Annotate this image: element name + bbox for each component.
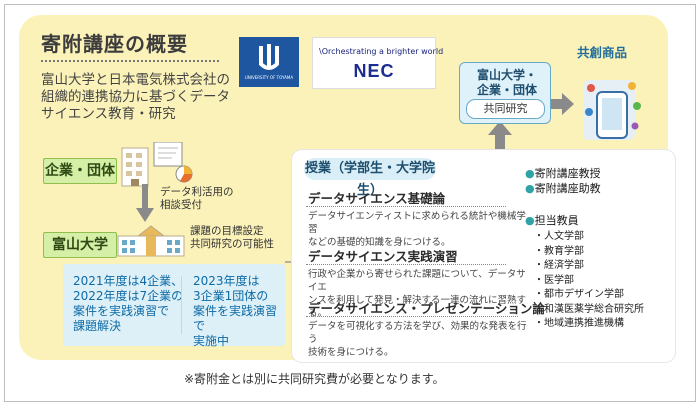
right-arrow-icon xyxy=(549,93,574,115)
text-line: 相談受付 xyxy=(160,199,202,211)
data-consultation-label: データ利活用の 相談受付 xyxy=(160,186,234,212)
faculty-item: ・和漢医薬学総合研究所 xyxy=(534,303,644,315)
toyama-logo-mark xyxy=(239,37,299,87)
toyama-logo-text: UNIVERSITY OF TOYAMA xyxy=(244,75,294,80)
up-arrow-icon xyxy=(488,121,512,150)
company-label: 企業・団体 xyxy=(43,158,117,184)
staff-item: ●寄附講座教授 xyxy=(525,166,601,181)
text-line: 2022年度は7企業の xyxy=(73,289,184,303)
text-line: 企業・団体 xyxy=(476,83,537,97)
bullet-icon: ● xyxy=(525,214,535,227)
text-line: 富山大学・ xyxy=(476,68,537,82)
faculty-name: 医学部 xyxy=(544,274,574,286)
faculty-name: 地域連携推進機構 xyxy=(544,318,624,329)
footnote: ※寄附金とは別に共同研究費が必要となります。 xyxy=(184,372,445,386)
staff-label: 寄附講座教授 xyxy=(534,167,601,180)
co-creation-title: 共創商品 xyxy=(577,45,628,60)
joint-research-pill: 共同研究 xyxy=(466,99,545,119)
subject-text: データサイエンティストに求められる統計や機械学習 などの基礎的知識を身につける。 xyxy=(308,210,528,249)
text-line: 案件を実践演習で xyxy=(73,304,170,318)
down-arrow-icon xyxy=(136,184,154,222)
subject-title: データサイエンス・プレゼンテーション論 xyxy=(308,301,545,316)
description-line: 富山大学と日本電気株式会社の xyxy=(41,72,230,88)
smartphone-icon xyxy=(585,82,641,139)
company-building-illustration xyxy=(121,142,193,187)
outcome-box: 富山大学・ 企業・団体 共同研究 xyxy=(459,62,551,124)
page-title: 寄附講座の概要 xyxy=(41,32,188,56)
staff-label: 担当教員 xyxy=(534,214,579,227)
faculty-name: 人文学部 xyxy=(544,231,584,242)
text-line: 2023年度は xyxy=(193,274,260,288)
description-line: サイエンス教育・研究 xyxy=(41,106,176,122)
faculty-name: 都市デザイン学部 xyxy=(544,289,624,300)
bullet-icon: ● xyxy=(525,182,535,195)
staff-roles: ●寄附講座教授 ●寄附講座助教 ●担当教員 xyxy=(525,166,601,228)
results-2023: 2023年度は 3企業1団体の 案件を実践演習で 実施中 xyxy=(193,274,285,349)
toyama-university-logo: UNIVERSITY OF TOYAMA xyxy=(239,37,299,87)
nec-logo: \Orchestrating a brighter world NEC xyxy=(312,37,443,89)
smartphone-illustration xyxy=(583,80,641,140)
text-line: 課題解決 xyxy=(73,319,122,333)
text-line: 2021年度は4企業、 xyxy=(73,274,184,288)
subject-underline xyxy=(306,206,506,207)
university-label: 富山大学 xyxy=(43,232,117,258)
subject-text: データを可視化する方法を学び、効果的な発表を行う 技術を身につける。 xyxy=(308,320,528,359)
faculty-list: ・人文学部 ・教育学部 ・経済学部 ・医学部 ・都市デザイン学部 ・和漢医薬学総… xyxy=(534,230,644,332)
text-line: 実施中 xyxy=(193,334,230,348)
text-line: データを可視化する方法を学び、効果的な発表を行う xyxy=(308,321,527,345)
staff-item: ●担当教員 xyxy=(525,213,601,228)
text-line: 3企業1団体の xyxy=(193,289,269,303)
faculty-name: 教育学部 xyxy=(544,245,584,257)
task-setting-label: 課題の目標設定 共同研究の可能性 xyxy=(190,225,274,251)
subject-title: データサイエンス実践演習 xyxy=(308,249,458,264)
subject-underline xyxy=(306,264,506,265)
faculty-item: ・地域連携推進機構 xyxy=(534,318,624,329)
subject-title: データサイエンス基礎論 xyxy=(308,191,446,206)
results-box: 2021年度は4企業、 2022年度は7企業の 案件を実践演習で 課題解決 20… xyxy=(63,264,285,349)
faculty-item: ・人文学部 xyxy=(534,231,584,242)
description: 富山大学と日本電気株式会社の 組織的連携協力に基づくデータ サイエンス教育・研究 xyxy=(41,72,241,123)
faculty-item: ・教育学部 xyxy=(534,245,584,257)
text-line: 技術を身につける。 xyxy=(308,347,394,358)
outcome-title: 富山大学・ 企業・団体 xyxy=(468,68,546,98)
nec-tagline: \Orchestrating a brighter world xyxy=(319,47,444,56)
bullet-icon: ● xyxy=(525,167,535,180)
results-divider xyxy=(181,276,182,334)
text-line: 案件を実践演習で xyxy=(193,304,278,333)
text-line: 課題の目標設定 xyxy=(190,225,264,237)
faculty-item: ・医学部 xyxy=(534,274,574,286)
university-building-illustration xyxy=(117,225,185,257)
text-line: 共同研究の可能性 xyxy=(190,238,274,250)
course-box: 授業（学部生・大学院生） データサイエンス基礎論 データサイエンティストに求めら… xyxy=(292,150,675,362)
text-line: データ利活用の xyxy=(160,186,234,198)
spacer xyxy=(525,196,601,213)
faculty-item: ・経済学部 xyxy=(534,260,584,271)
staff-item: ●寄附講座助教 xyxy=(525,181,601,196)
subject-text: 行政や企業から寄せられた課題について、データサイエ ンスを利用して発見・解決する… xyxy=(308,268,528,320)
faculty-name: 和漢医薬学総合研究所 xyxy=(544,303,644,315)
faculty-item: ・都市デザイン学部 xyxy=(534,289,624,300)
results-2021-2022: 2021年度は4企業、 2022年度は7企業の 案件を実践演習で 課題解決 xyxy=(73,274,183,334)
course-header: 授業（学部生・大学院生） xyxy=(304,158,436,198)
text-line: などの基礎的知識を身につける。 xyxy=(308,237,451,248)
subject-underline xyxy=(306,316,518,317)
title-underline xyxy=(41,60,219,62)
text-line: ンスを利用して発見・解決する一連の流れに習熟する。 xyxy=(308,295,527,319)
text-line: データサイエンティストに求められる統計や機械学習 xyxy=(308,211,526,235)
text-line: 行政や企業から寄せられた課題について、データサイエ xyxy=(308,269,526,293)
nec-wordmark: NEC xyxy=(353,61,395,81)
faculty-name: 経済学部 xyxy=(544,260,584,271)
staff-label: 寄附講座助教 xyxy=(534,182,601,195)
description-line: 組織的連携協力に基づくデータ xyxy=(41,89,230,105)
